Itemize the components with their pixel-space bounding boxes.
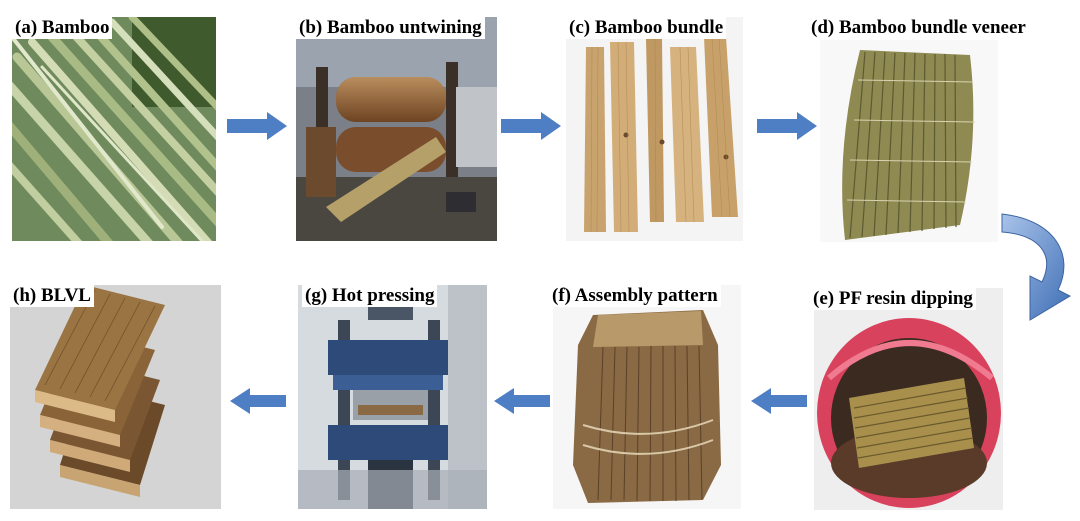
- panel-blvl: [10, 285, 221, 509]
- panel-untwining: [296, 17, 497, 241]
- bamboo-bundle-photo: [566, 17, 743, 241]
- label-untwining: (b) Bamboo untwining: [296, 17, 485, 39]
- panel-assembly: [553, 285, 741, 509]
- label-bundle: (c) Bamboo bundle: [566, 17, 727, 39]
- arrow-left-2-icon: [494, 388, 550, 414]
- panel-bamboo: [12, 17, 216, 241]
- panel-resin-dipping: [814, 288, 1003, 510]
- hot-press-photo: [298, 285, 487, 509]
- label-assembly: (f) Assembly pattern: [549, 285, 721, 307]
- arrow-left-3-icon: [230, 388, 286, 414]
- arrow-left-1-icon: [751, 388, 807, 414]
- assembly-pattern-photo: [553, 285, 741, 509]
- curved-arrow-down-icon: [1001, 213, 1072, 321]
- panel-veneer: [820, 40, 998, 242]
- label-blvl: (h) BLVL: [10, 285, 94, 307]
- resin-bucket-photo: [814, 288, 1003, 510]
- label-resin-dipping: (e) PF resin dipping: [810, 288, 976, 310]
- panel-bundle: [566, 17, 743, 241]
- untwining-machine-photo: [296, 17, 497, 241]
- label-hot-pressing: (g) Hot pressing: [302, 285, 438, 307]
- blvl-photo: [10, 285, 221, 509]
- arrow-right-3-icon: [757, 112, 817, 140]
- label-veneer: (d) Bamboo bundle veneer: [808, 17, 1029, 39]
- arrow-right-1-icon: [227, 112, 287, 140]
- panel-hot-pressing: [298, 285, 487, 509]
- label-bamboo: (a) Bamboo: [12, 17, 113, 39]
- arrow-right-2-icon: [501, 112, 561, 140]
- bamboo-photo: [12, 17, 216, 241]
- bamboo-veneer-photo: [820, 40, 998, 242]
